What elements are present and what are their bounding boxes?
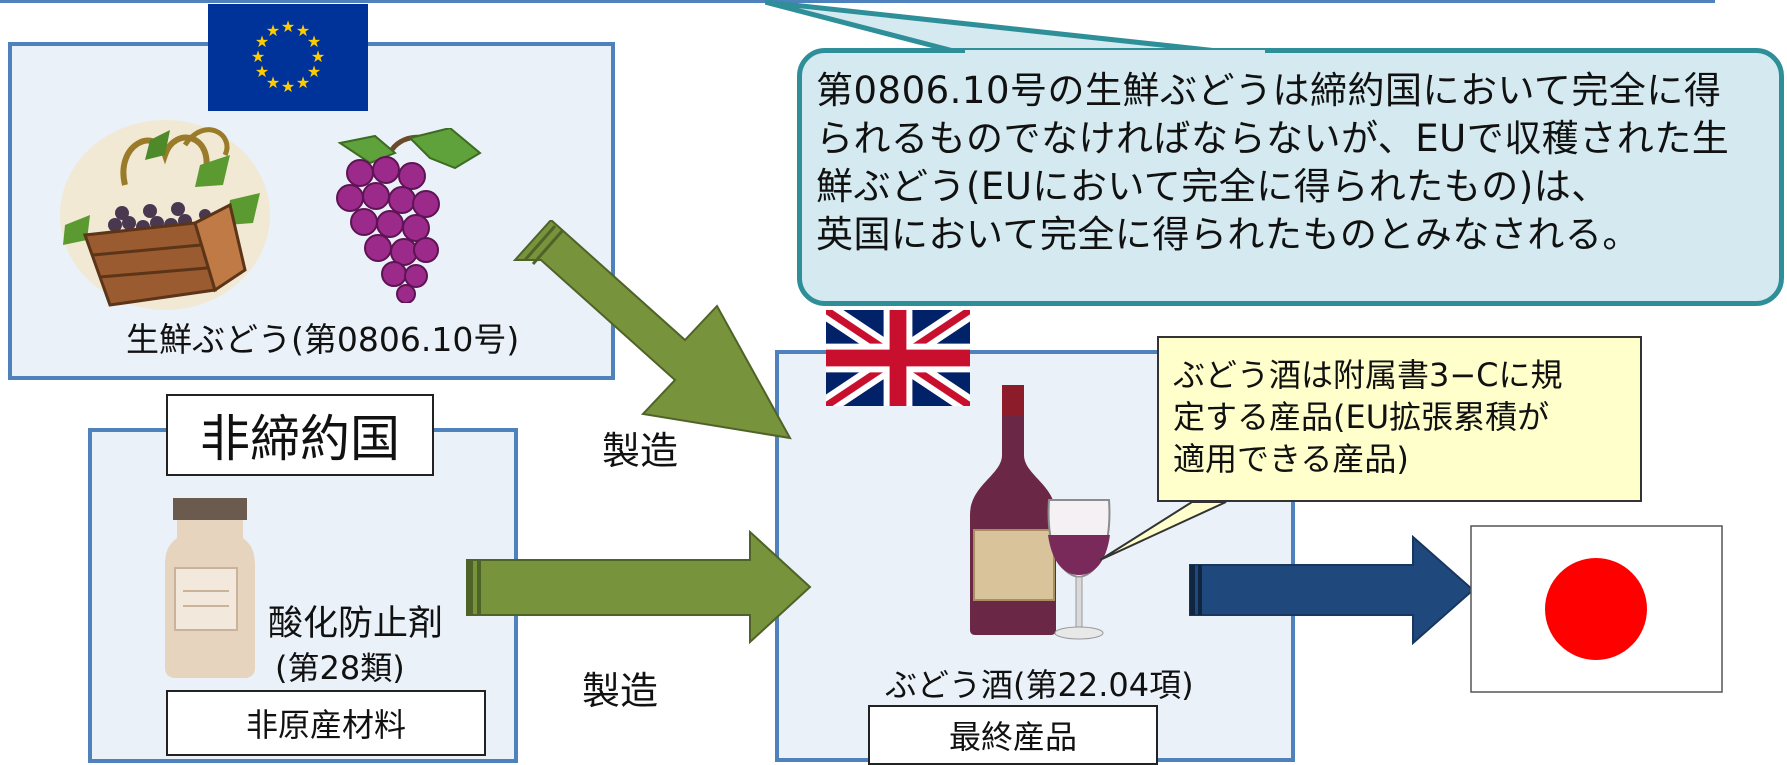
main-callout-line-1: 第0806.10号の生鮮ぶどうは締約国において完全に得: [816, 69, 1722, 112]
non-originating-label: 非原産材料: [245, 706, 406, 744]
blue-arrow-to-japan: [1189, 535, 1475, 645]
svg-text:★: ★: [266, 21, 280, 40]
wine-glass-icon: [1047, 499, 1111, 640]
svg-text:★: ★: [311, 47, 325, 66]
manufacture-label-lower: 製造: [582, 669, 659, 713]
svg-text:★: ★: [255, 32, 269, 51]
non-party-title-box: 非締約国: [166, 394, 434, 476]
eu-region-caption: 生鮮ぶどう(第0806.10号): [126, 320, 520, 359]
svg-text:★: ★: [296, 73, 310, 92]
wine-bottle-icon: [970, 385, 1056, 635]
final-product-name: ぶどう酒(第22.04項): [885, 666, 1194, 704]
green-arrow-horizontal: [466, 530, 812, 645]
material-name: 酸化防止剤: [268, 604, 444, 644]
japan-flag-icon: [1470, 525, 1723, 693]
non-originating-label-box: 非原産材料: [166, 690, 486, 756]
grape-crate-icon: [60, 120, 270, 310]
svg-text:★: ★: [307, 32, 321, 51]
final-product-label: 最終産品: [948, 718, 1077, 756]
non-party-title: 非締約国: [200, 410, 400, 468]
svg-text:★: ★: [281, 17, 295, 36]
main-callout-line-4: 英国において完全に得られたものとみなされる。: [816, 213, 1640, 256]
yellow-callout-pointer: [1099, 501, 1227, 561]
svg-text:★: ★: [296, 21, 310, 40]
annex-note-line-3: 適用できる産品): [1173, 440, 1409, 478]
svg-text:★: ★: [281, 77, 295, 96]
final-product-label-box: 最終産品: [868, 705, 1158, 765]
annex-note-callout: ぶどう酒は附属書3−Cに規 定する産品(EU拡張累積が 適用できる産品): [1157, 336, 1642, 502]
eu-flag-icon: ★★★ ★★★ ★★★ ★★★: [208, 4, 368, 111]
annex-note-line-2: 定する産品(EU拡張累積が: [1173, 398, 1550, 436]
svg-text:★: ★: [251, 47, 265, 66]
svg-text:★: ★: [266, 73, 280, 92]
manufacture-label-upper: 製造: [602, 429, 679, 473]
svg-text:★: ★: [307, 62, 321, 81]
main-callout-line-3: 鮮ぶどう(EUにおいて完全に得られたもの)は、: [816, 165, 1609, 208]
main-callout-tail-cover: [965, 50, 1265, 58]
green-arrow-diagonal: [512, 220, 792, 440]
main-callout-line-2: られるものでなければならないが、EUで収穫された生: [816, 117, 1730, 160]
uk-flag-icon: [826, 310, 970, 406]
svg-text:★: ★: [255, 62, 269, 81]
grape-bunch-icon: [336, 128, 482, 303]
top-divider-line: [0, 0, 1715, 3]
main-callout: 第0806.10号の生鮮ぶどうは締約国において完全に得 られるものでなければなら…: [797, 48, 1784, 306]
annex-note-line-1: ぶどう酒は附属書3−Cに規: [1173, 356, 1563, 394]
material-code: (第28類): [275, 649, 405, 687]
jar-icon: [165, 498, 255, 678]
